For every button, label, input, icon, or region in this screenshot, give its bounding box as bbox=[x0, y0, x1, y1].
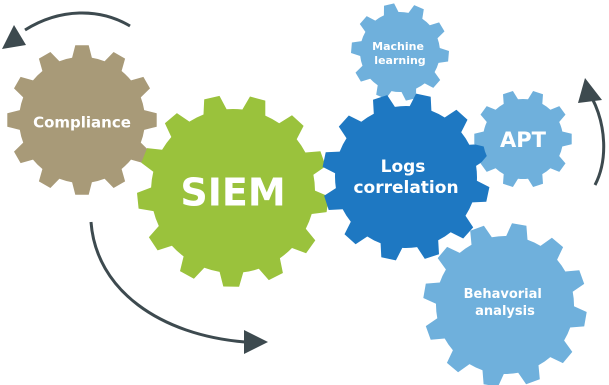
machine-learning-label: Machine learning bbox=[372, 40, 428, 67]
logs-correlation-label: Logs correlation bbox=[353, 157, 458, 198]
compliance-label: Compliance bbox=[33, 114, 131, 132]
right-arrow-curve bbox=[590, 97, 606, 186]
right-arrowhead bbox=[578, 78, 602, 103]
behavorial-analysis-gear bbox=[423, 223, 587, 385]
arrows bbox=[2, 11, 606, 354]
siem-label: SIEM bbox=[180, 171, 285, 215]
logs-correlation-label-line-2: correlation bbox=[353, 178, 458, 198]
top-left-arrow-curve bbox=[24, 11, 131, 32]
apt-label: APT bbox=[500, 128, 547, 152]
machine-learning-label-line-1: Machine bbox=[372, 40, 424, 53]
compliance-gear bbox=[7, 45, 157, 195]
logs-correlation-label-line-1: Logs bbox=[381, 157, 426, 177]
behavorial-analysis-label-line-1: Behavorial bbox=[464, 287, 542, 302]
bottom-left-arrow-curve bbox=[89, 221, 246, 344]
siem-gear bbox=[137, 95, 329, 287]
machine-learning-gear bbox=[351, 3, 449, 101]
machine-learning-label-line-2: learning bbox=[374, 54, 425, 67]
logs-correlation-gear bbox=[322, 93, 490, 261]
behavorial-analysis-label: Behavorial analysis bbox=[464, 287, 547, 319]
bottom-left-arrowhead bbox=[244, 330, 268, 354]
top-left-arrowhead bbox=[2, 25, 26, 49]
behavorial-analysis-label-line-2: analysis bbox=[475, 304, 535, 319]
apt-gear bbox=[474, 91, 572, 187]
